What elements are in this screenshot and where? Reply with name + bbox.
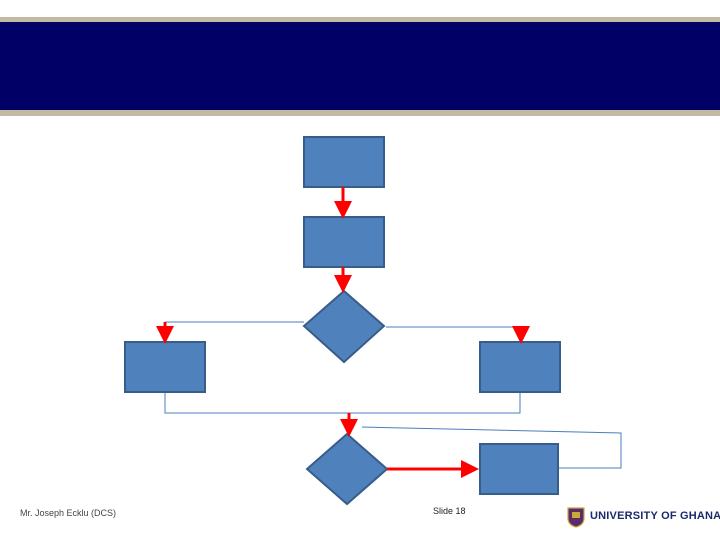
decision-diamond-2 [305, 432, 389, 506]
decision-diamond-1 [302, 289, 386, 364]
process-box-1 [303, 136, 385, 188]
title-bottom-border [0, 110, 720, 116]
university-logo: UNIVERSITY OF GHANA [566, 506, 720, 528]
connector-merge [164, 393, 521, 414]
process-box-2 [303, 216, 385, 268]
process-box-right [479, 341, 561, 393]
crest-icon [567, 507, 585, 528]
connector-loop [361, 426, 622, 469]
footer-author: Mr. Joseph Ecklu (DCS) [20, 508, 117, 518]
process-box-loop [479, 443, 559, 495]
title-top-border [0, 17, 720, 22]
process-box-left [124, 341, 206, 393]
logo-text: UNIVERSITY OF GHANA [590, 510, 720, 522]
footer-slide-number: Slide 18 [433, 506, 466, 516]
title-bar [0, 22, 720, 110]
